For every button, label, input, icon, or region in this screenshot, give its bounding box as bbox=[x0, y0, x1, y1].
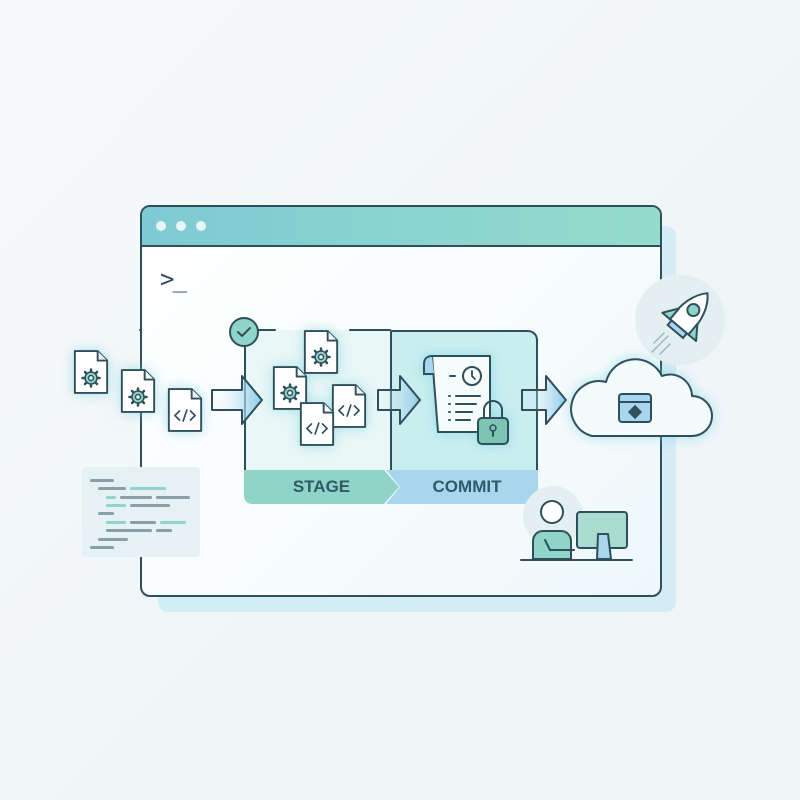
file-code-icon bbox=[331, 384, 367, 428]
working-files bbox=[73, 350, 203, 432]
arrow-right-icon bbox=[377, 375, 421, 425]
rocket-icon bbox=[661, 292, 709, 343]
check-circle-icon bbox=[229, 317, 259, 347]
window-dot bbox=[176, 221, 186, 231]
file-code-icon bbox=[299, 402, 335, 446]
file-gear-icon bbox=[303, 330, 339, 374]
rocket-trail bbox=[651, 332, 671, 355]
file-gear-icon bbox=[73, 350, 109, 394]
document-history-lock-icon bbox=[423, 355, 509, 445]
person-at-computer-icon bbox=[520, 500, 633, 561]
commit-label: COMMIT bbox=[386, 470, 538, 504]
stage-label: STAGE bbox=[244, 470, 399, 504]
staged-files bbox=[272, 330, 367, 446]
file-code-icon bbox=[167, 388, 203, 432]
arrow-right-icon bbox=[521, 375, 567, 425]
arrow-right-icon bbox=[211, 375, 263, 425]
window-dot bbox=[156, 221, 166, 231]
file-gear-icon bbox=[120, 369, 156, 413]
terminal-prompt: >_ bbox=[160, 265, 187, 293]
cloud-repository-icon bbox=[570, 358, 713, 437]
window-titlebar bbox=[142, 207, 660, 247]
window-dot bbox=[196, 221, 206, 231]
code-snippet-card bbox=[82, 467, 200, 557]
